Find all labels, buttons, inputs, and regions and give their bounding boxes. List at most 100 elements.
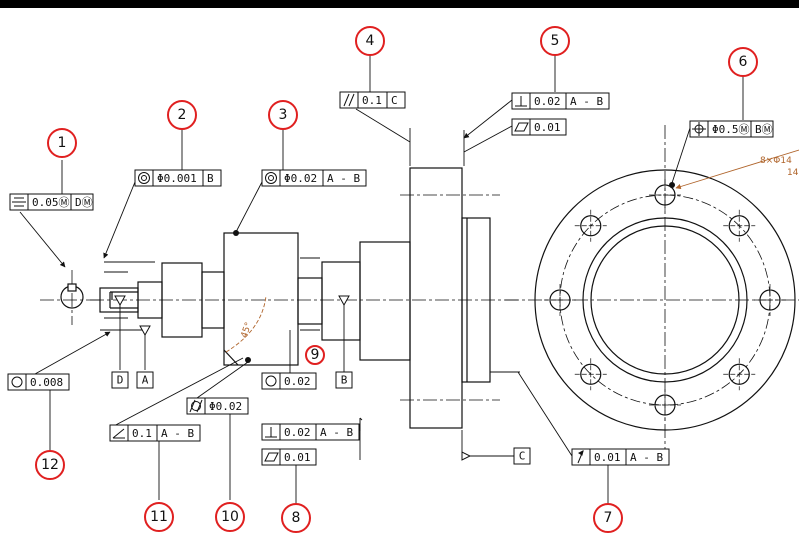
datum-B: B [335,371,353,389]
fcf-f8b: 0.01 [261,448,317,466]
datum-box [136,371,154,389]
fcf-cell [322,169,367,187]
balloon-3: 3 [268,100,298,130]
fcf-cell [565,92,610,110]
perpendicularity-icon [515,96,527,107]
fcf-cell-text: 0.01 [594,451,621,464]
fcf-symbol-cell [511,118,531,136]
fcf-cell-text: B [207,172,214,185]
hole-dimension-sub: 14 [787,168,799,178]
angle-arc [225,295,267,353]
fcf-cell [156,424,201,442]
datum-D: D [111,371,129,389]
fcf-cell-text: 0.05Ⓜ [32,196,70,209]
fcf-cell [750,120,774,138]
leader-dots [233,182,675,363]
balloon-1: 1 [47,128,77,158]
flatness-icon [264,452,279,462]
datum-label: A [142,374,149,387]
fcf-cell-text: 0.02 [284,375,311,388]
datum-label: C [519,450,526,463]
top-border-bar [0,0,799,8]
balloon-circle [167,100,197,130]
bolt-holes [544,179,786,421]
fcf-cell-text: DⓂ [75,196,93,209]
shaft-end-view [60,283,84,309]
fcf-cell-text: 0.02 [534,95,561,108]
cylindricity-icon [189,399,203,413]
flange-front-view [534,169,796,431]
fcf-f9: 0.02 [261,372,317,390]
balloon-2: 2 [167,100,197,130]
fcf-cell [70,193,94,211]
balloon-circle [540,26,570,56]
balloon-6: 6 [728,47,758,77]
datum-C: C [513,447,531,465]
perpendicularity-icon [265,427,277,438]
hole-dimension-label: 8×Φ14 [760,156,792,166]
balloon-7: 7 [593,503,623,533]
balloon-circle [281,503,311,533]
fcf-cell [529,118,567,136]
fcf-cell-text: A - B [327,172,360,185]
fcf-symbol-cell [261,448,281,466]
balloon-circle [215,502,245,532]
fcf-cell [202,169,222,187]
fcf-f11: 0.1 A - B [109,424,201,442]
shaft-neck-2 [297,277,323,325]
concentricity-icon [138,172,150,184]
balloon-circle [305,345,325,365]
balloon-number: 2 [178,107,187,123]
balloon-number: 1 [58,135,67,151]
concentricity-icon [265,172,277,184]
fcf-f4: 0.1 C [339,91,406,109]
balloon-circle [144,502,174,532]
leader-lines [19,55,744,505]
datum-box [513,447,531,465]
fcf-symbol-cell [7,373,27,391]
balloon-circle [47,128,77,158]
fcf-cell-text: Φ0.5Ⓜ [712,123,750,136]
datum-box [111,371,129,389]
shaft-step-4 [359,241,411,361]
datum-label: B [341,374,348,387]
flatness-icon [514,122,529,132]
balloon-8: 8 [281,503,311,533]
balloon-circle [268,100,298,130]
fcf-cell-text: 0.1 [362,94,382,107]
balloon-number: 7 [604,510,613,526]
fcf-f3: Φ0.02 A - B [261,169,367,187]
fcf-cell-text: 0.02 [284,426,311,439]
fcf-cell-text: A - B [161,427,194,440]
flange-side [409,167,463,429]
fcf-cell-text: C [391,94,398,107]
balloon-circle [593,503,623,533]
balloon-4: 4 [355,26,385,56]
fcf-cell-text: 0.1 [132,427,152,440]
datum-A: A [136,371,154,389]
balloon-circle [35,450,65,480]
balloon-number: 9 [311,347,320,363]
fcf-f12: 0.008 [7,373,70,391]
fcf-cell-text: Φ0.02 [284,172,317,185]
fcf-symbol-cell [261,372,281,390]
balloon-number: 12 [41,457,59,473]
balloon-number: 10 [221,509,239,525]
fcf-cell [279,372,317,390]
balloon-number: 5 [551,33,560,49]
runout-icon [577,450,584,464]
fcf-cell [279,448,317,466]
balloon-number: 11 [150,509,168,525]
hole-dimension-leader [675,149,799,190]
fcf-cell [386,91,406,109]
circularity-icon [265,375,277,387]
fcf-f5b: 0.01 [511,118,567,136]
fcf-cell-text: 0.008 [30,376,63,389]
